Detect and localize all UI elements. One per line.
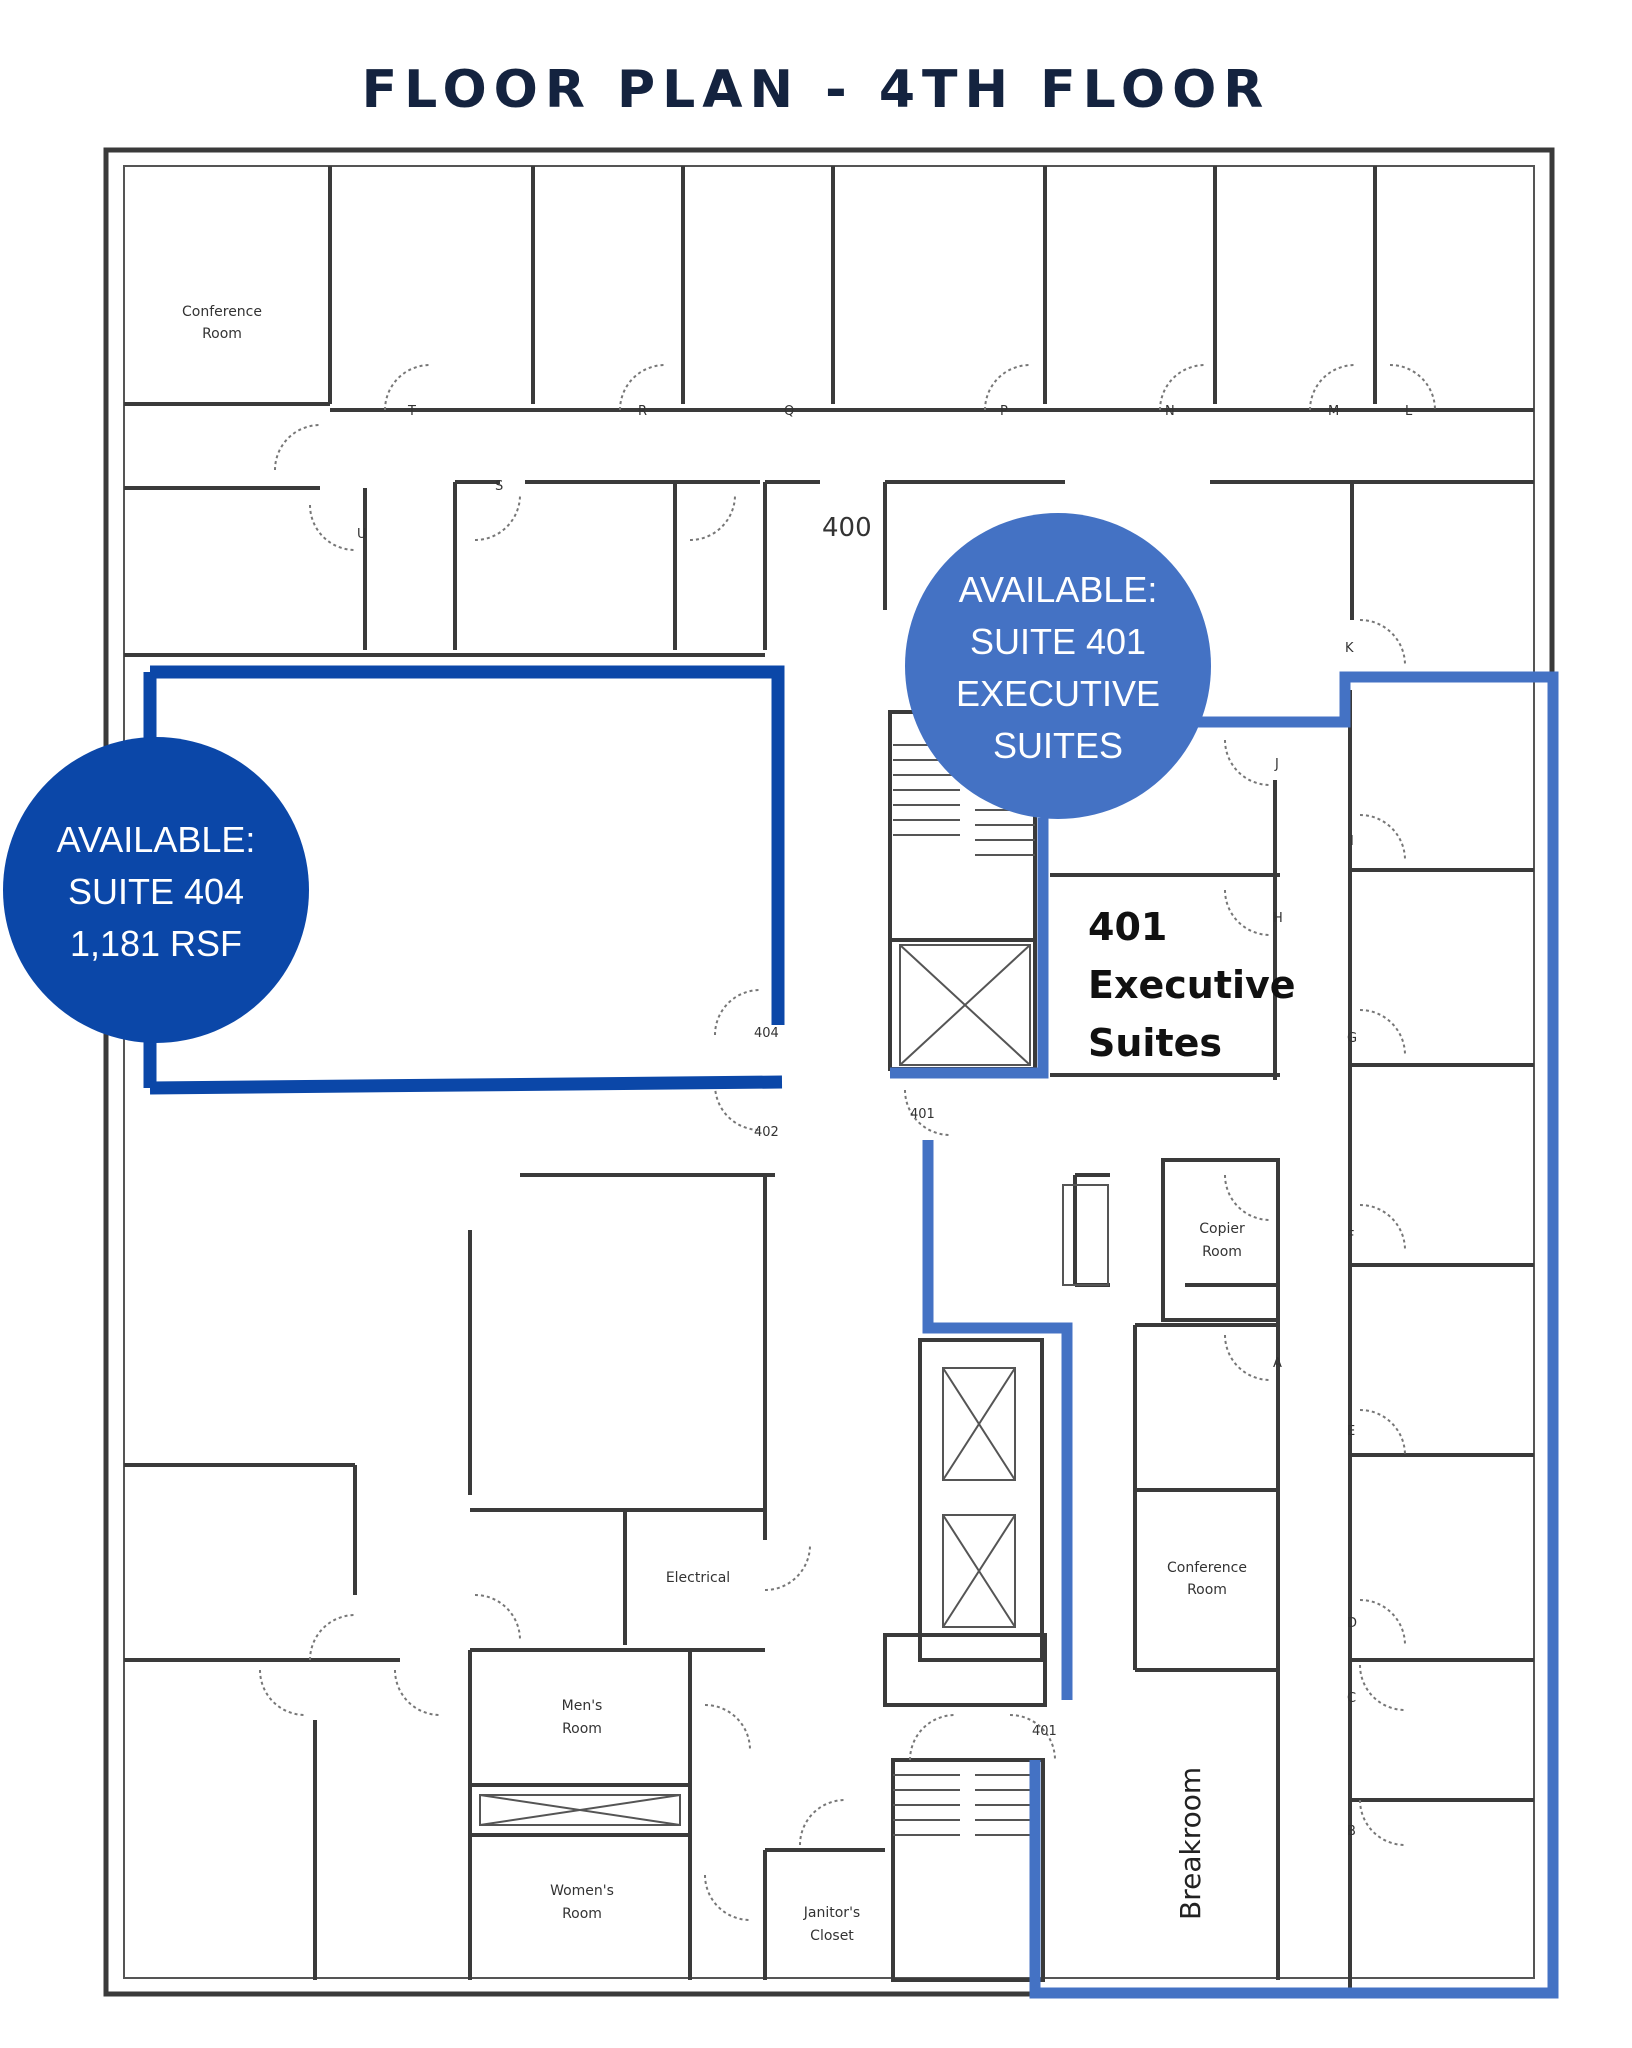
suite-404-badge-line2: SUITE 404 <box>68 871 244 912</box>
room-letter-j: J <box>1274 757 1279 772</box>
suite-401-badge: AVAILABLE: SUITE 401 EXECUTIVE SUITES <box>905 513 1211 819</box>
copier-room-label: Copier <box>1199 1221 1245 1237</box>
door-number-401-lower: 401 <box>1032 1724 1057 1739</box>
conference-room-top-label-2: Room <box>202 326 242 342</box>
conference-room-top-label: Conference <box>182 304 262 320</box>
janitors-closet-label-2: Closet <box>810 1928 854 1944</box>
suite-401-badge-line1: AVAILABLE: <box>959 569 1158 610</box>
room-letter-f: F <box>1347 1229 1354 1244</box>
copier-room-label-2: Room <box>1202 1244 1242 1260</box>
room-letter-a: A <box>1273 1356 1282 1371</box>
page-title: FLOOR PLAN - 4TH FLOOR <box>361 60 1271 120</box>
mens-room-label-2: Room <box>562 1721 602 1737</box>
room-letter-m: M <box>1328 404 1339 419</box>
suite-401-plan-label: 401 <box>1088 905 1167 949</box>
room-letter-t: T <box>407 404 416 419</box>
room-letter-s: S <box>495 479 503 494</box>
door-number-401-upper: 401 <box>910 1107 935 1122</box>
room-letter-b: B <box>1347 1824 1356 1839</box>
suite-401-plan-label-2: Executive <box>1088 963 1296 1007</box>
room-letter-i: I <box>1350 834 1354 849</box>
room-letter-u: U <box>357 527 367 542</box>
suite-404-badge-line1: AVAILABLE: <box>57 819 256 860</box>
room-letter-h: H <box>1273 911 1283 926</box>
outer-walls <box>103 147 1555 1997</box>
door-number-402: 402 <box>754 1125 779 1140</box>
room-letter-n: N <box>1165 404 1175 419</box>
room-letter-k: K <box>1345 641 1354 656</box>
room-letter-p: P <box>1000 404 1008 419</box>
suite-401-badge-line3: EXECUTIVE <box>956 673 1160 714</box>
conference-room-right-label: Conference <box>1167 1560 1247 1576</box>
conference-room-right-label-2: Room <box>1187 1582 1227 1598</box>
room-letter-g: G <box>1347 1031 1357 1046</box>
womens-room-label-2: Room <box>562 1906 602 1922</box>
room-letter-r: R <box>638 404 647 419</box>
womens-room-label: Women's <box>550 1883 614 1899</box>
mens-room-label: Men's <box>562 1698 603 1714</box>
outer-walls-inner <box>123 165 1535 1979</box>
electrical-label: Electrical <box>666 1570 730 1586</box>
suite-401-plan-label-3: Suites <box>1088 1021 1222 1065</box>
room-letter-q: Q <box>784 404 794 419</box>
room-letter-l: L <box>1405 404 1413 419</box>
breakroom-label: Breakroom <box>1174 1767 1207 1920</box>
suite-400-label: 400 <box>822 513 872 543</box>
stair-treads <box>893 744 1040 1836</box>
room-letter-d: D <box>1347 1616 1357 1631</box>
interior-walls <box>124 166 1534 1990</box>
suite-404-badge-line3: 1,181 RSF <box>70 923 242 964</box>
room-letter-c: C <box>1347 1691 1356 1706</box>
janitors-closet-label: Janitor's <box>803 1905 860 1921</box>
elevator-shafts <box>479 944 1109 1826</box>
suite-401-outline <box>890 671 1559 1999</box>
suite-401-badge-line4: SUITES <box>993 725 1123 766</box>
suite-404-badge: AVAILABLE: SUITE 404 1,181 RSF <box>3 737 309 1043</box>
suite-401-badge-line2: SUITE 401 <box>970 621 1146 662</box>
door-swings <box>259 364 1436 1921</box>
room-letter-e: E <box>1347 1424 1355 1439</box>
door-number-404: 404 <box>754 1026 779 1041</box>
